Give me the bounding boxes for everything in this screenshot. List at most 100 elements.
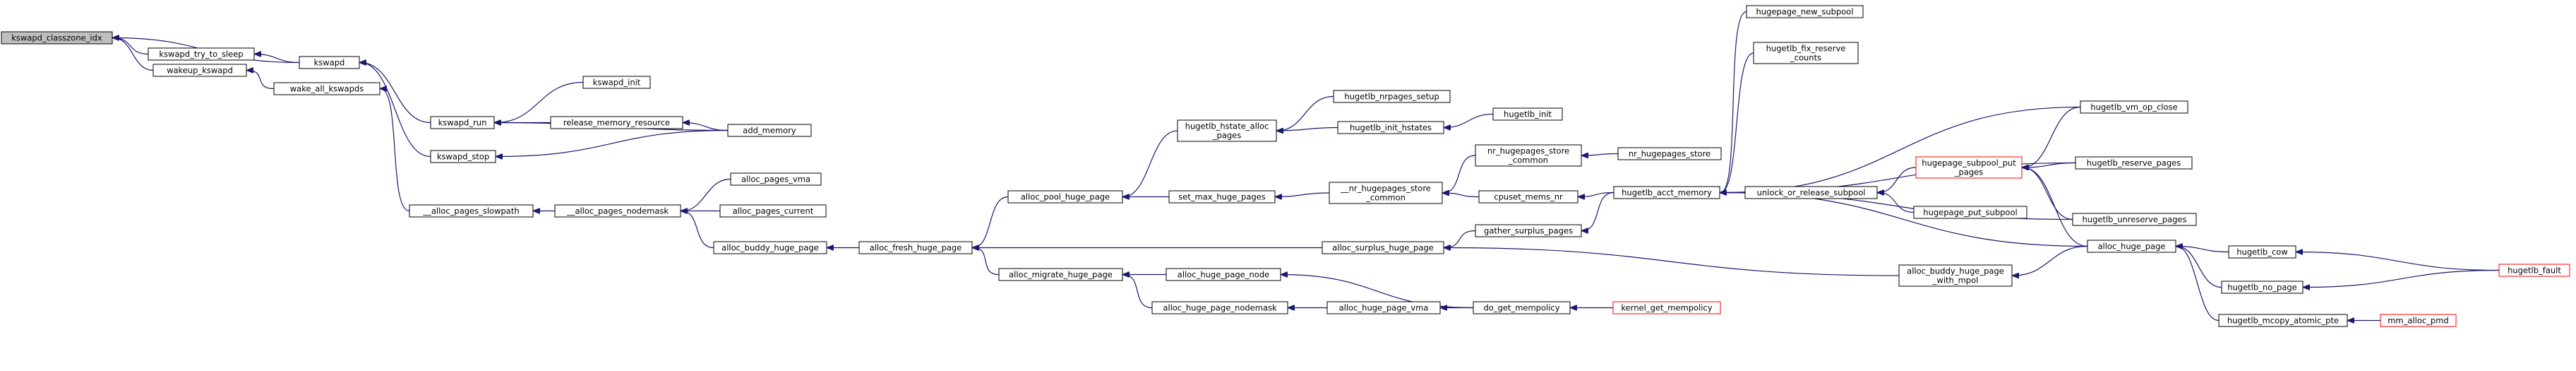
node-alloc-huge-page-vma[interactable]: alloc_huge_page_vma (1326, 301, 1441, 314)
edge-alloc_pages_slowpath-to-wake_all_kswapds (381, 89, 410, 212)
node-label: _with_mpol (1932, 276, 1979, 285)
node-label: _common (1508, 155, 1548, 165)
edge-hugetlb_cow-to-alloc_huge_page (2176, 247, 2229, 253)
node-label: hugepage_new_subpool (1756, 7, 1853, 17)
node-kswapd-try-to-sleep[interactable]: kswapd_try_to_sleep (148, 47, 255, 61)
node-kswapd-stop[interactable]: kswapd_stop (430, 150, 496, 163)
node-alloc-pages-slowpath[interactable]: __alloc_pages_slowpath (409, 204, 534, 218)
edge-alloc_huge_page-to-hugepage_subpool_put_pages (2023, 167, 2088, 247)
node-label: wake_all_kswapds (290, 84, 364, 94)
node-label: kswapd_init (593, 78, 641, 88)
node-kswapd-classzone-idx[interactable]: kswapd_classzone_idx (1, 31, 113, 45)
node-label: do_get_mempolicy (1483, 303, 1559, 313)
node-hugetlb-fault[interactable]: hugetlb_fault (2498, 264, 2570, 277)
node-label: alloc_pages_current (733, 206, 814, 216)
node-cpuset-mems-nr[interactable]: cpuset_mems_nr (1478, 190, 1578, 204)
node-nr-hugepages-store-common2[interactable]: nr_hugepages_store_common (1475, 144, 1582, 167)
node-label: nr_hugepages_store (1487, 146, 1569, 156)
node-hugetlb-mcopy-atomic-pte[interactable]: hugetlb_mcopy_atomic_pte (2218, 314, 2348, 327)
node-alloc-pool-huge-page[interactable]: alloc_pool_huge_page (1007, 190, 1123, 204)
node-box (430, 116, 495, 129)
node-box (1613, 186, 1720, 199)
node-kernel-get-mempolicy[interactable]: kernel_get_mempolicy (1612, 301, 1721, 314)
edge-hugetlb_fault-to-hugetlb_no_page (2304, 269, 2500, 288)
node-label: cpuset_mems_nr (1494, 192, 1563, 202)
node-hugetlb-no-page[interactable]: hugetlb_no_page (2221, 281, 2304, 294)
node-hugetlb-reserve-pages[interactable]: hugetlb_reserve_pages (2075, 156, 2193, 170)
edge-hugetlb_fault-to-hugetlb_cow (2296, 252, 2500, 271)
node-box (1337, 121, 1444, 134)
node-box (1333, 90, 1451, 103)
node-release-memory-resource[interactable]: release_memory_resource (550, 116, 683, 129)
node-hugepage-new-subpool[interactable]: hugepage_new_subpool (1746, 5, 1864, 18)
node-box (1753, 42, 1859, 64)
node-mm-alloc-pmd[interactable]: mm_alloc_pmd (2380, 314, 2457, 327)
node-box (1478, 190, 1578, 204)
node-kswapd[interactable]: kswapd (299, 56, 360, 69)
node-box (1475, 224, 1582, 237)
node-add-memory[interactable]: add_memory (727, 124, 812, 137)
node-dio-get-mempolicy[interactable]: do_get_mempolicy (1473, 301, 1571, 314)
node-hugetlb-unreserve-pages[interactable]: hugetlb_unreserve_pages (2072, 213, 2197, 226)
node-box (2380, 314, 2457, 327)
node-hugetlb-init-hstates[interactable]: hugetlb_init_hstates (1337, 121, 1444, 134)
node-label: hugepage_subpool_put (1922, 158, 2016, 168)
node-nr-hugepages-store[interactable]: nr_hugepages_store (1617, 147, 1722, 160)
node-hugetlb-fix-reserve-counts[interactable]: hugetlb_fix_reserve_counts (1753, 42, 1859, 64)
node-kswapd-run[interactable]: kswapd_run (430, 116, 495, 129)
node-box (152, 64, 247, 77)
node-wake-all-kswapds[interactable]: wake_all_kswapds (273, 82, 381, 95)
edge-add_memory-to-release_memory_resource (683, 123, 729, 131)
node-box (713, 241, 827, 254)
node-alloc-huge-page-nodemask[interactable]: alloc_huge_page_nodemask (1151, 301, 1288, 314)
node-kswapd-init[interactable]: kswapd_init (582, 76, 651, 89)
node-alloc-pages-vma[interactable]: alloc_pages_vma (730, 172, 822, 186)
node-hugepage-subpool-put-pages[interactable]: hugepage_subpool_put_pages (1915, 156, 2023, 179)
edge-alloc_huge_page-to-hugetlb_acct_memory (1720, 193, 2088, 247)
node-box (1913, 206, 2027, 219)
node-hugetlb-acct-memory[interactable]: hugetlb_acct_memory (1613, 186, 1720, 199)
node-hugetlb-init[interactable]: hugetlb_init (1492, 107, 1563, 121)
edge-alloc_pool_huge_page-to-alloc_fresh_huge_page (973, 196, 1009, 248)
node-label: hugetlb_acct_memory (1622, 188, 1712, 198)
node-hugepage-put-subpool[interactable]: hugepage_put_subpool (1913, 206, 2027, 219)
node-alloc-surplus-huge-page[interactable]: alloc_surplus_huge_page (1322, 241, 1444, 254)
node-alloc-pages-current[interactable]: alloc_pages_current (719, 204, 827, 218)
node-alloc-migrate-huge-page[interactable]: alloc_migrate_huge_page (998, 268, 1123, 281)
edge-wake_all_kswapds-to-wakeup_kswapd (247, 71, 275, 90)
edge-hugetlb_nrpages_setup-to-hugetlb_hstate_alloc_pages (1277, 95, 1334, 131)
node-label: hugepage_put_subpool (1923, 208, 2017, 218)
node-hugetlb-vm-op-close[interactable]: hugetlb_vm_op_close (2080, 100, 2188, 114)
edge-hugetlb_mcopy_atomic_pte-to-alloc_huge_page (2176, 247, 2219, 322)
node-alloc-buddy-huge-page-with-mpol[interactable]: alloc_buddy_huge_page_with_mpol (1898, 264, 2013, 287)
node-box (2080, 100, 2188, 114)
node-alloc-pages-nodemask[interactable]: __alloc_pages_nodemask (554, 204, 681, 218)
node-wakeup-kswapd[interactable]: wakeup_kswapd (152, 64, 247, 77)
edge-hugepage_put_subpool-to-unlock_or_release_subpool (1878, 193, 1915, 213)
node-unlock-or-release-subpool[interactable]: unlock_or_release_subpool (1744, 186, 1878, 199)
node-box (299, 56, 360, 69)
node-label: mm_alloc_pmd (2388, 316, 2449, 326)
edge-hugetlb_unreserve_pages-to-hugepage_subpool_put_pages (2023, 167, 2073, 220)
node-hugetlb-cow[interactable]: hugetlb_cow (2228, 245, 2296, 259)
node-box (2498, 264, 2570, 277)
edge-hugetlb_reserve_pages-to-hugepage_subpool_put_pages (2023, 162, 2076, 168)
node-box (1166, 268, 1281, 281)
node-hugetlb-nrpages-setup[interactable]: hugetlb_nrpages_setup (1333, 90, 1451, 103)
node-nr-hugepages-store-common[interactable]: __nr_hugepages_store_common (1329, 182, 1443, 204)
node-box (430, 150, 496, 163)
node-alloc-huge-page-node[interactable]: alloc_huge_page_node (1166, 268, 1281, 281)
edge-alloc_buddy_huge_page-to-alloc_pages_nodemask (681, 211, 714, 249)
node-set-max-huge-pages[interactable]: set_max_huge_pages (1168, 190, 1276, 204)
node-alloc-fresh-huge-page[interactable]: alloc_fresh_huge_page (858, 241, 973, 254)
node-label: __nr_hugepages_store (1340, 184, 1431, 194)
node-hugetlb-hstate-alloc-pages[interactable]: hugetlb_hstate_alloc_pages (1177, 119, 1277, 142)
node-box (1322, 241, 1444, 254)
node-alloc-huge-page[interactable]: alloc_huge_page (2087, 240, 2176, 253)
node-box (273, 82, 381, 95)
node-gather-surplus-pages[interactable]: gather_surplus_pages (1475, 224, 1582, 237)
edge-alloc_migrate_huge_page-to-alloc_fresh_huge_page (973, 248, 1000, 276)
node-box (1, 31, 113, 45)
node-alloc-buddy-huge-page[interactable]: alloc_buddy_huge_page (713, 241, 827, 254)
node-label: alloc_huge_page_node (1178, 270, 1269, 280)
